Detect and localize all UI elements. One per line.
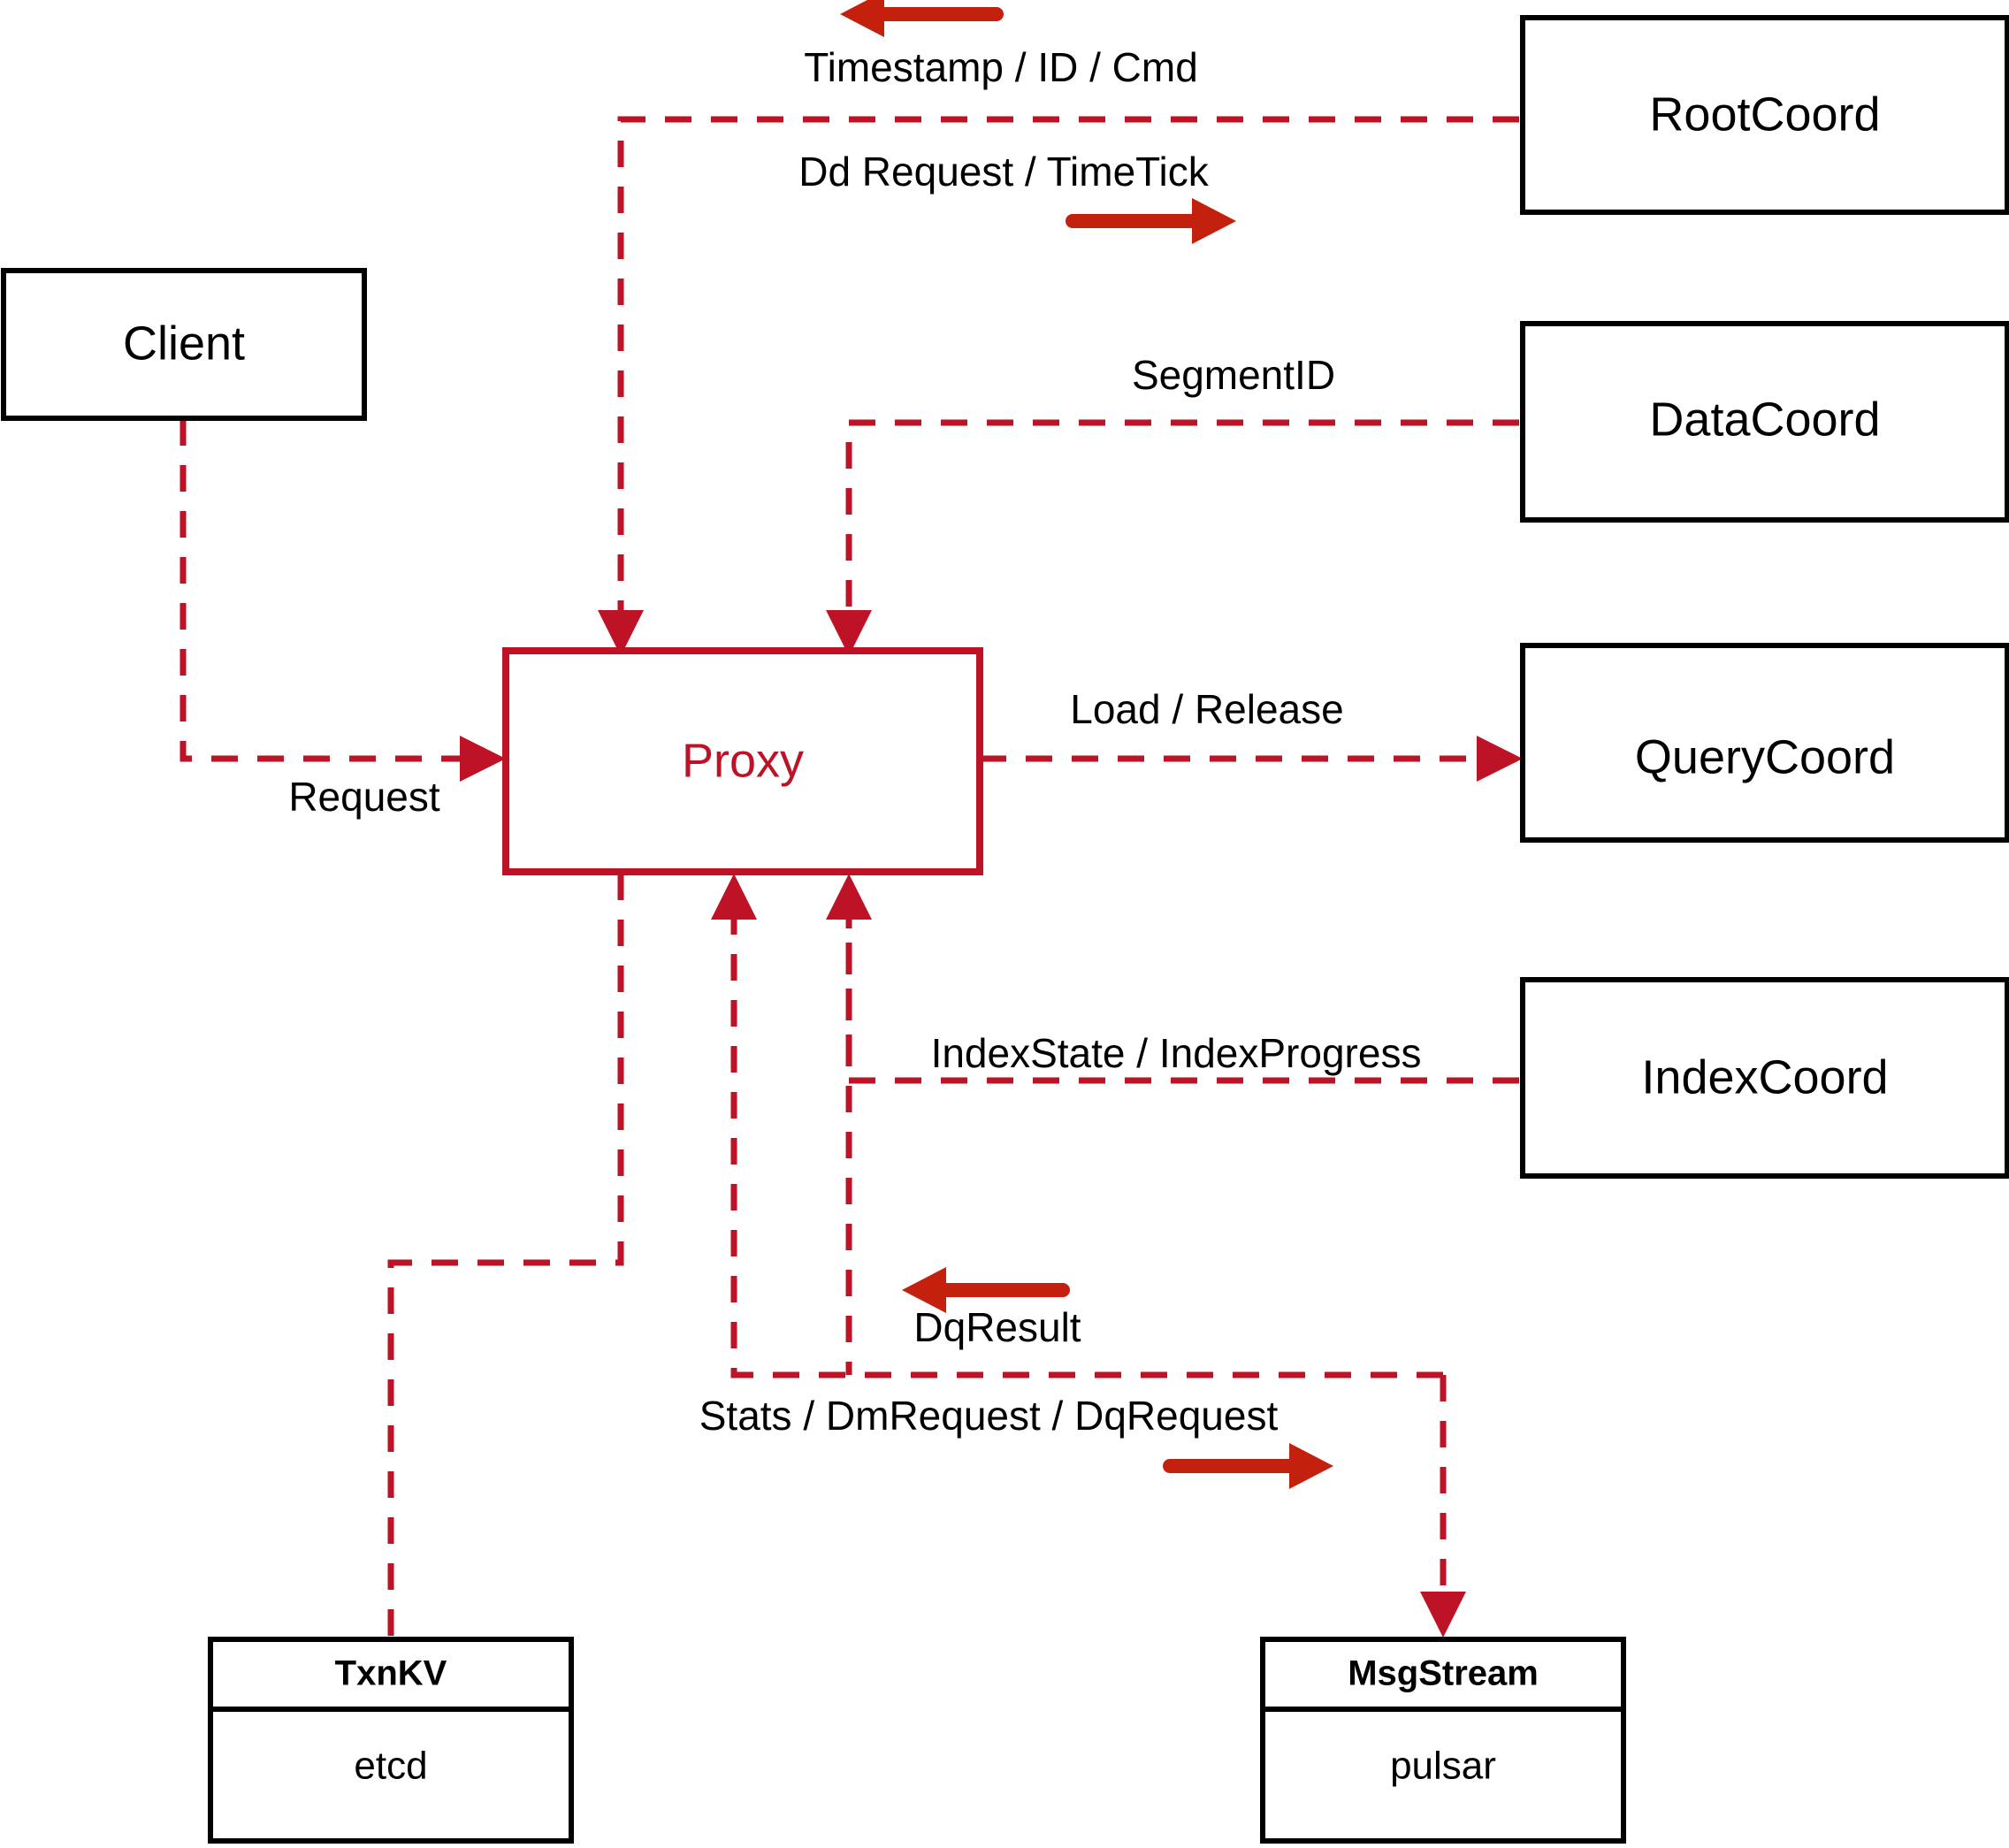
node-txnkv-box[interactable] <box>208 1637 574 1844</box>
node-index-coord-box[interactable] <box>1520 977 2009 1179</box>
edge-load-release-arrowhead <box>1477 736 1523 782</box>
edge-label-dd-request-timetick: Dd Request / TimeTick <box>798 149 1210 195</box>
edge-dq-result <box>711 874 1443 1378</box>
node-index-coord-label: IndexCoord <box>1641 1050 1888 1103</box>
node-proxy-box[interactable] <box>502 647 983 875</box>
edge-label-index-state-progress: IndexState / IndexProgress <box>931 1030 1422 1076</box>
edge-label-load-release: Load / Release <box>1070 686 1343 732</box>
node-index-coord[interactable]: IndexCoord <box>1520 977 2009 1179</box>
node-data-coord[interactable]: DataCoord <box>1520 321 2009 523</box>
arrow-glyph-timestamp-left <box>840 0 1004 37</box>
node-query-coord-label: QueryCoord <box>1635 730 1895 783</box>
edge-dq-result-arrowhead <box>711 874 757 920</box>
node-root-coord-box[interactable] <box>1520 15 2009 215</box>
edge-label-timestamp-id-cmd: Timestamp / ID / Cmd <box>804 44 1198 90</box>
edge-request-arrowhead <box>460 736 506 782</box>
edge-label-request: Request <box>288 774 440 820</box>
edge-segment-id-arrowhead <box>826 610 872 656</box>
node-query-coord[interactable]: QueryCoord <box>1520 643 2009 843</box>
edge-proxy-txnkv-path <box>387 874 624 1638</box>
edge-label-segment-id: SegmentID <box>1132 352 1335 398</box>
edge-label-dq-result: DqResult <box>913 1304 1081 1350</box>
node-txnkv-label: TxnKV <box>335 1654 447 1693</box>
edge-proxy-txnkv <box>387 874 624 1638</box>
node-proxy[interactable]: Proxy <box>502 647 983 875</box>
node-data-coord-box[interactable] <box>1520 321 2009 523</box>
node-query-coord-box[interactable] <box>1520 643 2009 843</box>
arrow-glyph-dd-request-right <box>1066 198 1236 244</box>
edge-label-stats-dm-dq-request: Stats / DmRequest / DqRequest <box>699 1393 1279 1439</box>
edge-load-release <box>980 736 1523 782</box>
edge-timestamp-id-cmd-arrowhead <box>598 610 644 656</box>
arrow-glyph-dqresult-left <box>902 1267 1070 1313</box>
edge-request-path <box>180 419 477 762</box>
node-txnkv-implementation: etcd <box>354 1745 427 1788</box>
edge-segment-id-path <box>845 419 1519 630</box>
node-data-coord-label: DataCoord <box>1649 393 1880 446</box>
edge-dq-result-path <box>730 902 1443 1378</box>
edge-request <box>180 419 506 782</box>
arrow-glyph-stats-right <box>1163 1443 1333 1489</box>
node-msgstream[interactable]: MsgStream pulsar <box>1260 1637 1626 1844</box>
node-msgstream-implementation: pulsar <box>1390 1745 1496 1788</box>
edge-stats-dm-dq-request-arrowhead <box>1420 1592 1466 1638</box>
node-msgstream-box[interactable] <box>1260 1637 1626 1844</box>
node-client-label: Client <box>123 317 245 370</box>
edge-timestamp-id-cmd <box>598 116 1519 656</box>
node-msgstream-label: MsgStream <box>1348 1654 1539 1693</box>
node-client-box[interactable] <box>1 268 367 421</box>
edge-stats-dm-dq-request <box>845 902 1466 1638</box>
edge-segment-id <box>826 419 1519 656</box>
node-client[interactable]: Client <box>1 268 367 421</box>
node-txnkv[interactable]: TxnKV etcd <box>208 1637 574 1844</box>
node-root-coord-label: RootCoord <box>1649 88 1880 141</box>
edge-index-state-progress-arrowhead <box>826 874 872 920</box>
node-proxy-label: Proxy <box>682 734 804 787</box>
edge-timestamp-id-cmd-path <box>617 116 1519 630</box>
node-root-coord[interactable]: RootCoord <box>1520 15 2009 215</box>
